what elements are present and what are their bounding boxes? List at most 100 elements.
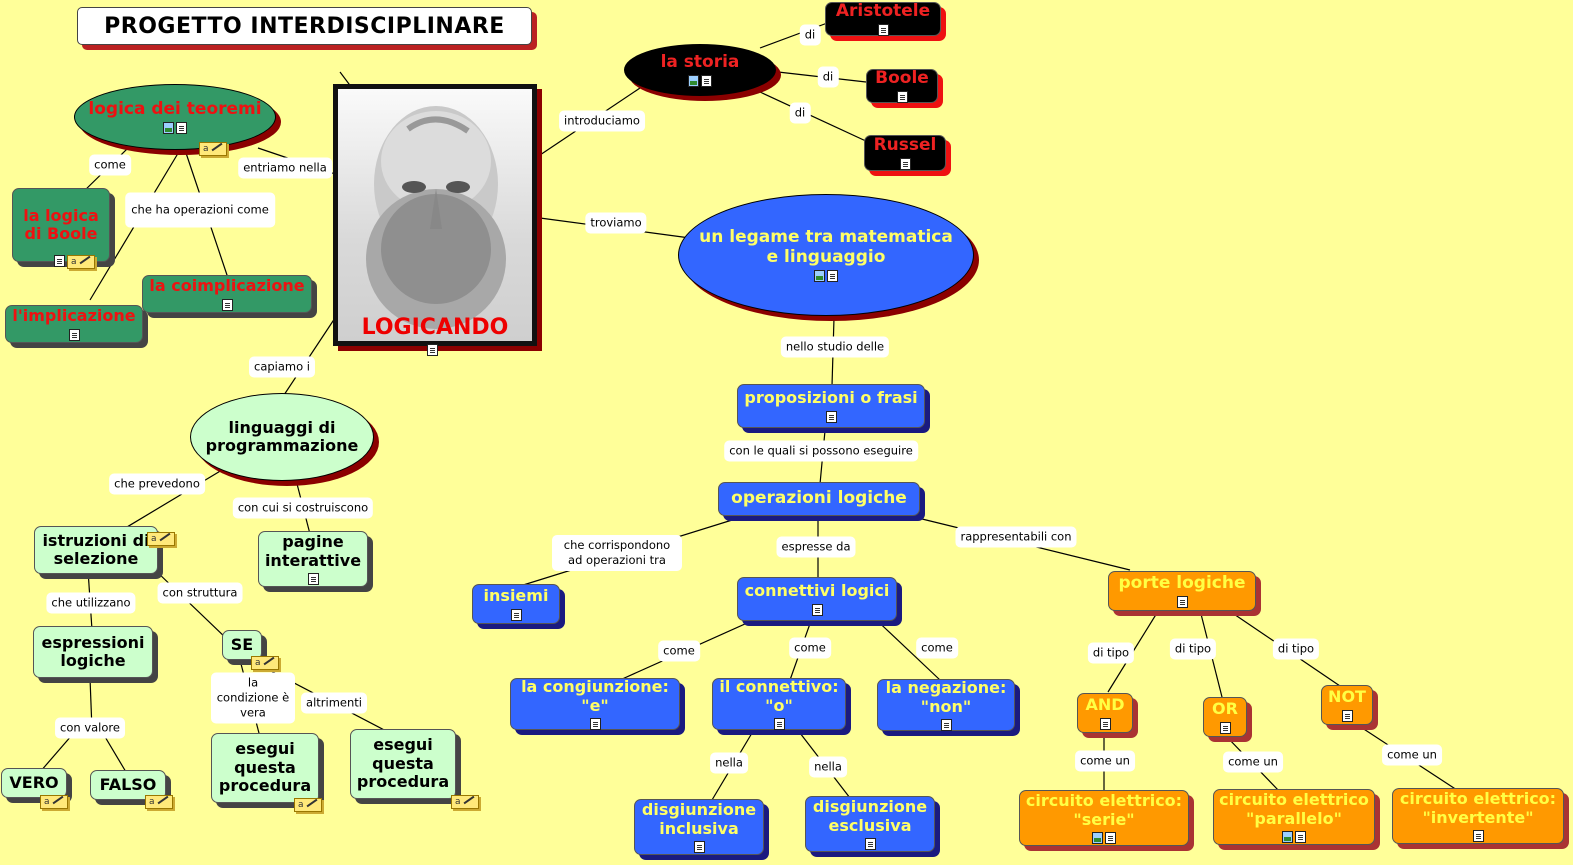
node-implicazione-label: l'implicazione [12,306,136,326]
node-circuito-invertente[interactable]: circuito elettrico: "invertente" [1392,788,1564,844]
link-label: nella [809,756,847,778]
central-node-label: LOGICANDO [361,315,509,340]
image-icon[interactable] [1282,830,1293,843]
node-coimplicazione[interactable]: la coimplicazione [142,275,312,313]
document-icon[interactable] [811,603,823,616]
node-connettivo[interactable]: il connettivo: "o" [712,677,846,730]
document-icon[interactable] [1105,831,1116,844]
node-procedura-2[interactable]: esegui questa procedura [350,729,456,799]
note-icon[interactable] [67,255,95,269]
note-icon[interactable] [451,795,479,809]
link-label: altrimenti [301,692,367,714]
link-label: la condizione è vera [211,672,295,724]
document-icon[interactable] [1472,829,1484,842]
node-legame-label: un legame tra matematica e linguaggio [699,226,953,267]
document-icon[interactable] [877,24,889,37]
document-icon[interactable] [68,328,80,341]
link-label: come [658,640,700,662]
node-not[interactable]: NOT [1321,685,1373,725]
node-and[interactable]: AND [1077,693,1133,733]
node-aristotele[interactable]: Aristotele [825,1,941,37]
node-implicazione[interactable]: l'implicazione [5,305,143,343]
document-icon[interactable] [827,270,838,283]
node-icons [307,572,319,585]
document-icon[interactable] [693,840,705,853]
link-label: entriamo nella [238,157,332,179]
note-icon[interactable] [251,656,279,670]
node-espressioni[interactable]: espressioni logiche [33,626,153,678]
node-congiunzione-label: la congiunzione: "e" [521,677,669,715]
node-procedura-1-label: esegui questa procedura [218,739,312,796]
document-icon[interactable] [940,718,952,731]
node-circuito-serie[interactable]: circuito elettrico: "serie" [1019,790,1189,846]
image-icon[interactable] [688,75,699,88]
document-icon[interactable] [1176,596,1188,609]
node-russel[interactable]: Russel [864,135,946,171]
document-icon[interactable] [176,122,187,135]
note-icon[interactable] [294,798,322,812]
node-procedura-1[interactable]: esegui questa procedura [211,733,319,803]
node-icons [1282,830,1306,843]
node-pagine[interactable]: pagine interattive [258,531,368,587]
document-icon[interactable] [510,608,522,621]
note-icon[interactable] [147,532,175,546]
node-porte-logiche[interactable]: porte logiche [1108,571,1256,611]
document-icon[interactable] [1341,709,1353,722]
node-porte-logiche-label: porte logiche [1118,572,1246,593]
note-icon[interactable] [145,795,173,809]
document-icon[interactable] [825,410,837,423]
image-icon[interactable] [1092,831,1103,844]
node-logica-teoremi[interactable]: logica dei teoremi [74,84,276,150]
link-label: di tipo [1169,638,1217,660]
document-icon[interactable] [899,158,911,171]
link-label: di tipo [1087,642,1135,664]
node-pagine-label: pagine interattive [264,532,362,570]
node-boole[interactable]: Boole [866,68,938,104]
document-icon[interactable] [54,255,65,267]
note-icon[interactable] [199,142,227,156]
node-or[interactable]: OR [1203,697,1247,737]
document-icon[interactable] [864,837,876,850]
document-icon[interactable] [427,344,438,356]
node-disgiunzione-inclusiva[interactable]: disgiunzione inclusiva [634,799,764,855]
image-icon[interactable] [163,122,174,135]
document-icon[interactable] [773,717,785,730]
node-logica-boole[interactable]: la logica di Boole [12,188,110,262]
node-proposizioni[interactable]: proposizioni o frasi [737,384,925,428]
document-icon[interactable] [701,75,712,88]
document-icon[interactable] [589,717,601,730]
node-logica-teoremi-label: logica dei teoremi [88,98,262,119]
note-icon[interactable] [40,795,68,809]
node-espressioni-label: espressioni logiche [41,632,145,670]
node-icons [811,603,823,616]
node-storia[interactable]: la storia [624,44,776,96]
node-istruzioni[interactable]: istruzioni di selezione [34,526,158,574]
link-label: di [799,24,821,46]
node-insiemi[interactable]: insiemi [472,584,560,624]
node-icons [693,840,705,853]
node-vero[interactable]: VERO [1,768,67,798]
document-icon[interactable] [896,91,908,104]
link-label: come un [1223,751,1283,773]
document-icon[interactable] [1295,830,1306,843]
node-operazioni[interactable]: operazioni logiche [718,482,920,516]
link-label: che corrispondono ad operazioni tra [552,535,682,571]
node-se[interactable]: SE [222,630,262,660]
image-icon[interactable] [814,270,825,283]
node-negazione[interactable]: la negazione: "non" [877,678,1015,731]
central-node[interactable]: LOGICANDO [333,84,537,356]
node-circuito-parallelo[interactable]: circuito elettrico "parallelo" [1213,789,1375,845]
document-icon[interactable] [1219,721,1231,734]
node-storia-label: la storia [660,51,740,72]
node-disgiunzione-esclusiva[interactable]: disgiunzione esclusiva [805,796,935,852]
node-linguaggi[interactable]: linguaggi di programmazione [190,393,374,481]
node-connettivi[interactable]: connettivi logici [737,577,897,621]
document-icon[interactable] [1099,717,1111,730]
node-icons [1176,596,1188,609]
document-icon[interactable] [307,572,319,585]
document-icon[interactable] [221,298,233,311]
node-icons [825,410,837,423]
node-legame[interactable]: un legame tra matematica e linguaggio [678,194,974,316]
node-congiunzione[interactable]: la congiunzione: "e" [510,677,680,730]
link-label: che prevedono [109,473,205,495]
